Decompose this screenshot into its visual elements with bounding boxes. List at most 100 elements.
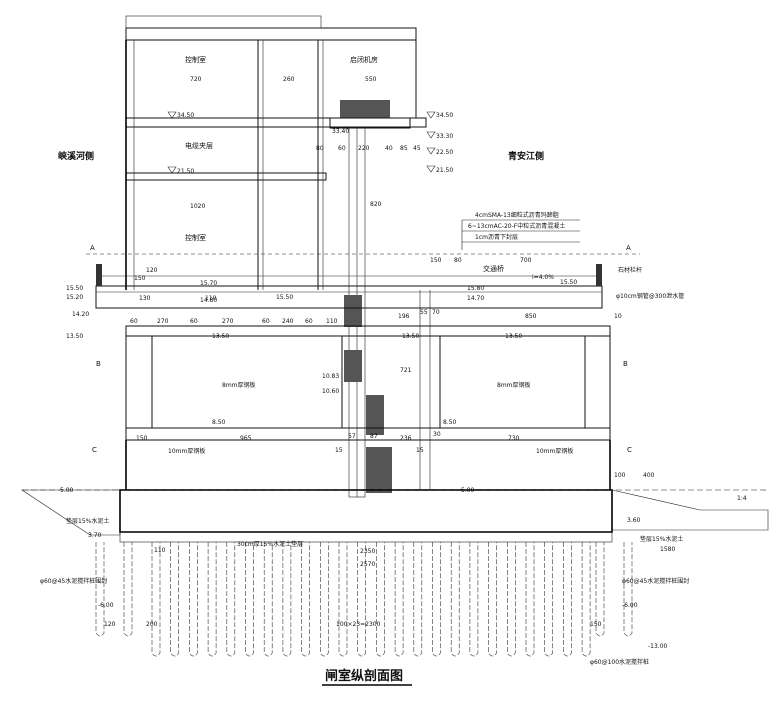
building [125, 15, 427, 498]
dim-2350: 2350 [360, 548, 375, 555]
dim-1580: 1580 [660, 546, 675, 553]
dim-1020: 1020 [190, 203, 205, 210]
bridge-slope: i=4.0% [532, 274, 554, 281]
room-elevator: 启闭机房 [350, 55, 378, 64]
dim-700: 700 [520, 257, 532, 264]
elev-370: 3.70 [88, 532, 102, 539]
pile-group [95, 542, 633, 657]
dim-150b: 150 [136, 435, 148, 442]
pile-6 [207, 542, 217, 657]
dim-240: 240 [282, 318, 294, 325]
elev-3340: 33.40 [332, 128, 349, 135]
pile-20 [469, 542, 479, 657]
dim-150d: 150 [590, 621, 602, 628]
pile-2 [123, 542, 133, 637]
dim-60b: 60 [130, 318, 138, 325]
dim-270a: 270 [157, 318, 169, 325]
dim-220: 220 [358, 145, 370, 152]
hoist-machine [340, 100, 390, 118]
elev-1350b: 13.50 [212, 333, 229, 340]
dim-70: 70 [432, 309, 440, 316]
cross-block-right [584, 335, 611, 429]
dim-120: 120 [146, 267, 158, 274]
fill-left [21, 489, 121, 536]
pile-17 [413, 542, 423, 657]
pile-14 [357, 542, 366, 657]
pile-9 [263, 542, 273, 657]
pavement-layer-2: 6~13cmAC-20-F中粒式沥青混凝土 [468, 222, 565, 230]
roof-slab [125, 27, 417, 41]
elev-3450: 34.50 [177, 112, 194, 119]
cushion-layer [119, 531, 613, 543]
roof-parapet [125, 15, 322, 29]
elev-mark-3330 [426, 131, 436, 139]
room-control-main: 控制室 [185, 233, 206, 242]
dim-60c: 60 [190, 318, 198, 325]
elev-1350c: 13.50 [402, 333, 419, 340]
elev-1300b: -13.00 [648, 643, 668, 650]
base-slab [119, 489, 613, 533]
dim-965: 965 [240, 435, 252, 442]
elev-1083: 10.83 [322, 373, 339, 380]
elev-1550a: 15.50 [276, 294, 293, 301]
pile-12 [320, 542, 329, 657]
bridge-deck: 交通桥 i=4.0% 石材栏杆 φ10cm钢管@300泄水管 150 120 1… [95, 257, 684, 309]
section-c-left: C [92, 446, 97, 454]
section-c-right: C [627, 446, 632, 454]
side-right-label: 青安江侧 [508, 150, 544, 162]
pile-7 [226, 542, 236, 657]
dim-730: 730 [508, 435, 520, 442]
dim-150a: 150 [134, 275, 146, 282]
dim-196: 196 [398, 313, 410, 320]
pile-25 [563, 542, 572, 657]
elev-1350d: 13.50 [505, 333, 522, 340]
section-marks: A A B B C C [86, 244, 640, 454]
chamber-dims: 60 270 60 270 60 240 60 110 196 55 70 85… [130, 309, 622, 454]
counterweight-3 [366, 395, 384, 435]
dim-15b: 15 [416, 447, 424, 454]
section-b-right: B [623, 360, 628, 368]
slope-note: 1:4 [737, 495, 747, 502]
elev-500a: 5.00 [60, 487, 74, 494]
dim-80a: 80 [316, 145, 324, 152]
counterweight-2 [344, 350, 362, 382]
dim-80b: 80 [454, 257, 462, 264]
hoist-beam [329, 117, 411, 129]
dim-721: 721 [400, 367, 412, 374]
pile-16 [394, 542, 404, 657]
pile-21 [488, 542, 497, 657]
elev-360: 3.60 [627, 517, 641, 524]
dim-110a: 110 [205, 295, 217, 302]
dim-2570: 2570 [360, 561, 375, 568]
dim-100x: 100×23=2300 [336, 621, 381, 628]
floor-slab-3450 [125, 117, 427, 128]
pile-24 [544, 542, 553, 657]
pile-right-note: φ60@45水泥搅拌桩围封 [622, 577, 689, 585]
side-left-label: 峡溪河侧 [58, 150, 94, 162]
elev-1550c: 15.50 [560, 279, 577, 286]
pile-4 [170, 542, 179, 657]
room-control-top: 控制室 [185, 55, 206, 64]
elev-850: 8.50 [212, 419, 226, 426]
drawing-title: 闸室纵剖面图 [325, 668, 403, 684]
dim-60e: 60 [305, 318, 313, 325]
elevations-chamber: 13.50 13.50 13.50 10.83 10.60 8.50 8.50 [212, 333, 522, 426]
section-a-right: A [626, 244, 631, 252]
dim-400: 400 [643, 472, 655, 479]
elevations-deck: 15.70 14.80 15.50 15.50 15.20 14.20 13.5… [66, 279, 577, 340]
elev-1480a: 14.80 [200, 297, 217, 304]
cross-block-left [125, 335, 153, 429]
elev-1350a: 13.50 [66, 333, 83, 340]
dim-270b: 270 [222, 318, 234, 325]
dim-30: 30 [433, 431, 441, 438]
pile-23 [525, 542, 535, 657]
foundation [21, 489, 769, 543]
pavement-notes: 4cmSMA-13细粒式沥青玛蹄脂 6~13cmAC-20-F中粒式沥青混凝土 … [461, 211, 580, 250]
dim-15a: 15 [335, 447, 343, 454]
dim-57: 57 [348, 433, 356, 440]
counterweight-4 [366, 447, 392, 493]
dim-55: 55 [420, 309, 428, 316]
pile-13 [338, 542, 348, 657]
dim-60: 60 [338, 145, 346, 152]
